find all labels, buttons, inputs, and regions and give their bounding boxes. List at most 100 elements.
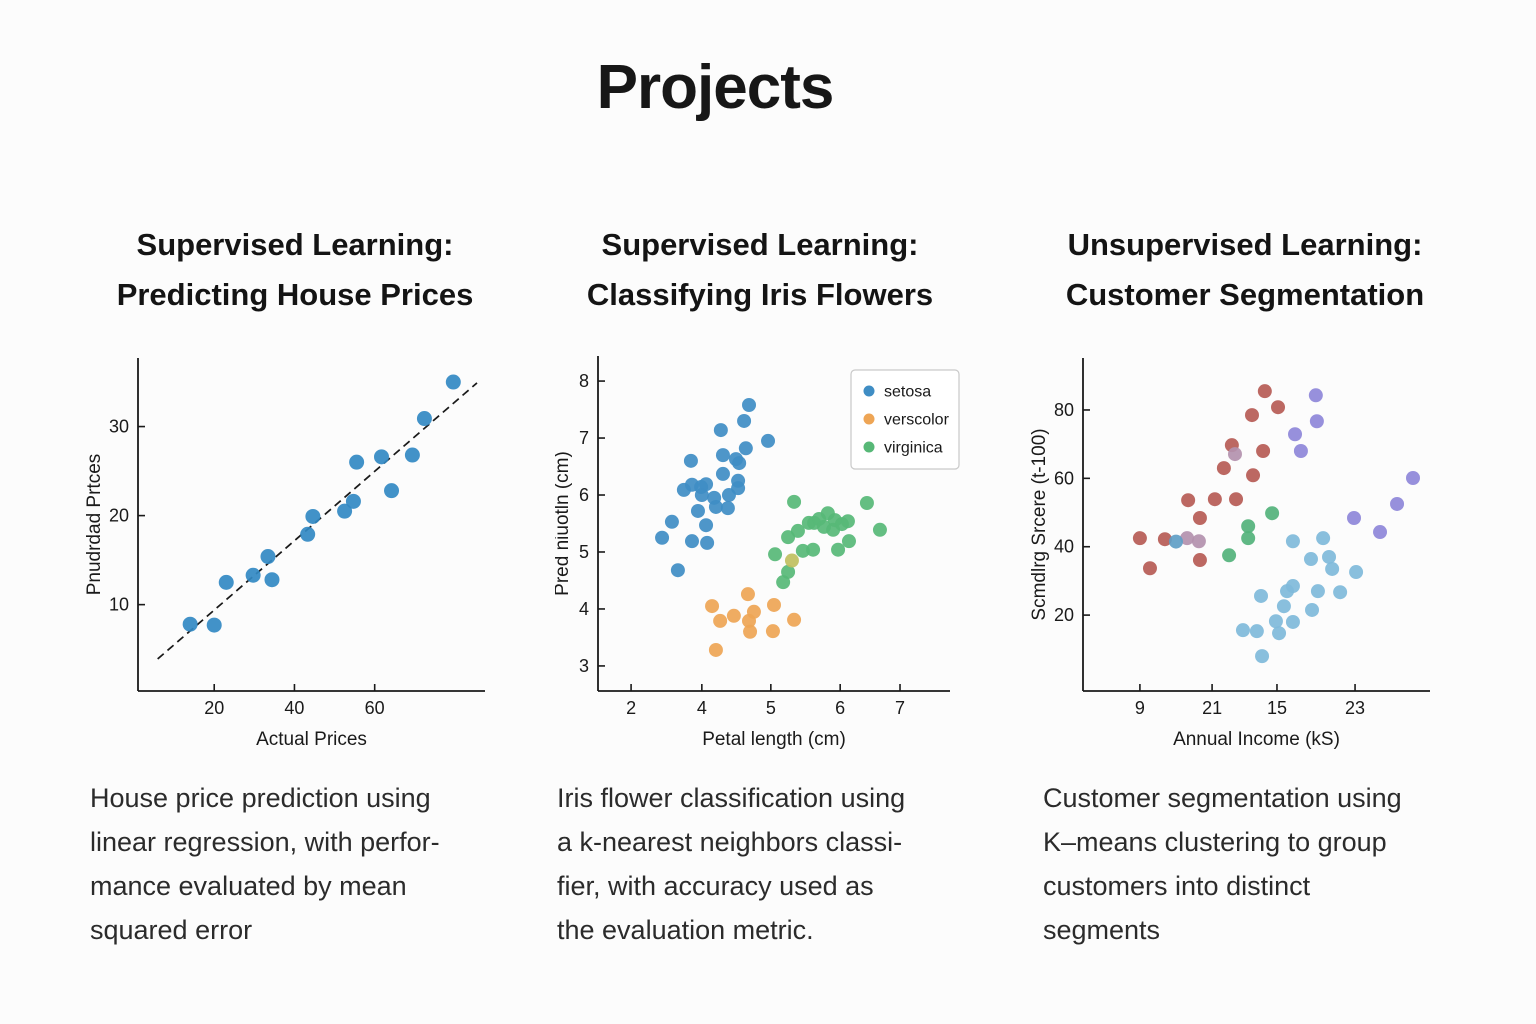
data-point [1325, 561, 1340, 576]
data-point [1255, 649, 1270, 664]
data-point [1268, 614, 1283, 629]
y-tick-label: 5 [579, 542, 589, 562]
data-point [742, 397, 757, 412]
data-point [831, 542, 846, 557]
series-setosa [655, 397, 776, 578]
data-point [787, 612, 802, 627]
data-point [713, 613, 728, 628]
data-point [715, 466, 730, 481]
y-tick-label: 6 [579, 485, 589, 505]
y-axis-label: Pnudrdad Prtces [84, 454, 105, 596]
data-point [1271, 400, 1286, 415]
data-point [345, 493, 361, 509]
data-point [1192, 553, 1207, 568]
data-point [182, 616, 198, 632]
data-point [1265, 506, 1280, 521]
data-point [708, 499, 723, 514]
data-point [1207, 492, 1222, 507]
data-point [1347, 511, 1362, 526]
project-title-house-prices: Supervised Learning: Predicting House Pr… [116, 227, 474, 312]
data-point [1157, 532, 1172, 547]
data-point [374, 449, 390, 465]
data-point [787, 494, 802, 509]
data-point [841, 534, 856, 549]
data-point [337, 503, 353, 519]
x-axis-label: Petal length (cm) [702, 729, 846, 750]
data-point [699, 518, 714, 533]
data-point [761, 433, 776, 448]
series-cluster-red [1132, 384, 1286, 576]
data-point [767, 597, 781, 612]
y-tick-label: 4 [579, 599, 589, 619]
data-point [1310, 584, 1325, 599]
series-overlap-olive [784, 553, 799, 568]
data-point [1272, 626, 1287, 641]
data-point [1256, 443, 1271, 458]
data-point [1405, 471, 1420, 486]
y-tick-label: 3 [579, 656, 589, 676]
page-title: Projects [596, 53, 835, 122]
data-point [720, 501, 735, 516]
data-point [731, 481, 746, 496]
data-point [795, 543, 810, 558]
data-point [746, 604, 761, 619]
data-point [1241, 531, 1256, 546]
data-point [737, 413, 752, 428]
legend-dot-virginica [863, 441, 875, 453]
data-point [245, 567, 261, 583]
legend-label-verscolor: verscolor [884, 412, 950, 429]
x-tick-label: 2 [626, 698, 636, 718]
legend-label-setosa: setosa [884, 384, 931, 401]
x-tick-label: 23 [1345, 698, 1365, 718]
y-tick-label: 10 [109, 595, 129, 615]
x-tick-label: 4 [697, 698, 707, 718]
data-point [784, 553, 799, 568]
data-point [300, 526, 316, 542]
y-axis-label: Scmdlrg Srcere (t-100) [1029, 428, 1050, 620]
data-point [700, 535, 715, 550]
data-point [349, 454, 365, 470]
data-point [859, 495, 874, 510]
series-virginica [768, 494, 887, 590]
legend-dot-verscolor [863, 413, 875, 425]
y-tick-label: 20 [109, 506, 129, 526]
project-description-segmentation: Customer segmentation using K–means clus… [1043, 783, 1402, 945]
data-point [1249, 624, 1264, 639]
x-tick-label: 5 [766, 698, 776, 718]
data-point [1285, 579, 1300, 594]
data-point [1305, 602, 1320, 617]
data-point [1246, 468, 1261, 483]
y-tick-label: 20 [1054, 605, 1074, 625]
series-cluster-mauve [1180, 447, 1242, 549]
data-point [1349, 565, 1364, 580]
data-point [1322, 549, 1337, 564]
data-point [670, 563, 685, 578]
data-point [1192, 511, 1207, 526]
data-point [260, 549, 276, 565]
x-tick-label: 15 [1267, 698, 1287, 718]
data-point [1142, 561, 1157, 576]
data-point [684, 534, 699, 549]
y-tick-label: 40 [1054, 537, 1074, 557]
x-tick-label: 7 [895, 698, 905, 718]
data-point [1180, 531, 1195, 546]
data-point [1285, 534, 1300, 549]
legend-box [850, 369, 960, 470]
data-point [1191, 534, 1206, 549]
data-point [1222, 548, 1237, 563]
x-tick-label: 40 [284, 698, 304, 718]
x-tick-label: 9 [1135, 698, 1145, 718]
y-tick-label: 7 [579, 428, 589, 448]
series-cluster-green [1222, 506, 1280, 563]
data-point [206, 617, 222, 633]
data-point [1373, 525, 1388, 540]
x-tick-label: 60 [365, 698, 385, 718]
data-point [264, 572, 280, 588]
data-point [655, 530, 670, 545]
data-point [705, 599, 720, 614]
data-point [1276, 599, 1291, 614]
data-point [1254, 588, 1269, 603]
data-point [1241, 519, 1256, 534]
